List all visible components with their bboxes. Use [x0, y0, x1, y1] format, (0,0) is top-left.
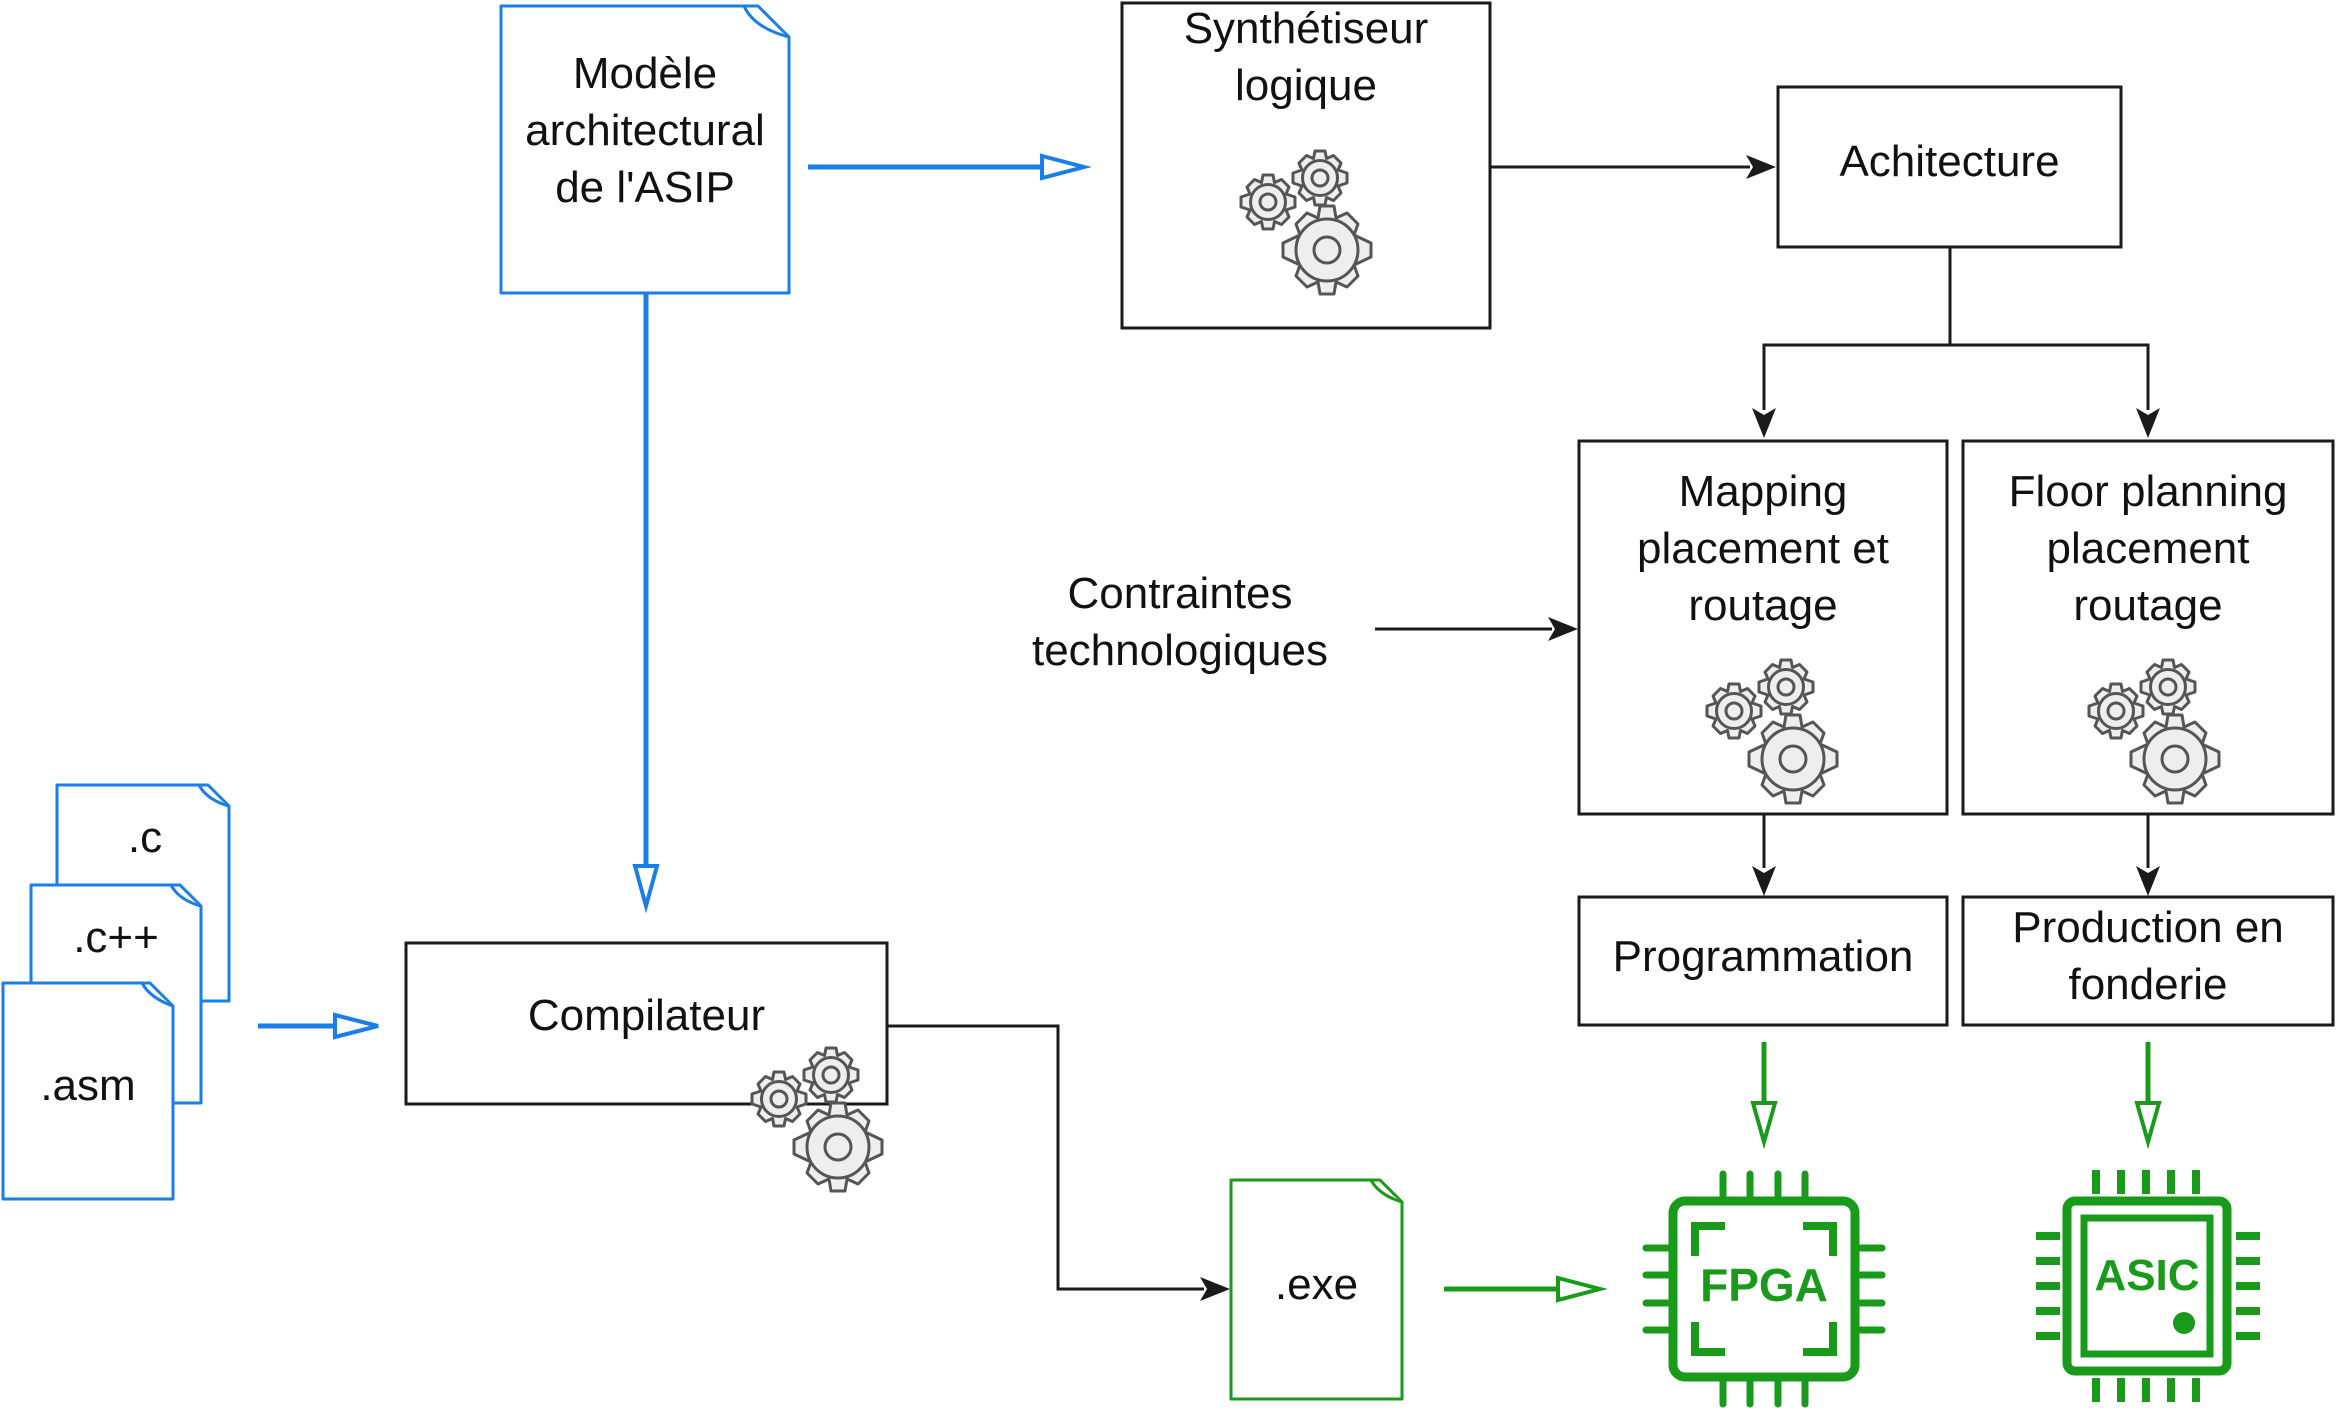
floor-to-prod-arrowhead	[2136, 866, 2160, 896]
file-asm-label: .asm	[40, 1060, 136, 1110]
asic-chip-icon	[2036, 1170, 2260, 1402]
arch-label: Achitecture	[1839, 136, 2060, 186]
file-c-label: .c	[127, 812, 163, 862]
compiler-label: Compilateur	[527, 990, 766, 1040]
exe-label: .exe	[1274, 1259, 1359, 1309]
prog-label: Programmation	[1612, 931, 1914, 981]
file-cpp-label: .c++	[73, 912, 159, 962]
arch-to-mapping-arrowhead	[1752, 408, 1776, 438]
fpga-chip-icon	[1642, 1170, 1886, 1408]
black-arrows	[887, 155, 2160, 1301]
model-label: Modèle architectural de l'ASIP	[525, 48, 765, 212]
model-to-compiler-arrowhead	[632, 864, 660, 914]
synth-label: Synthétiseur logique	[1183, 4, 1429, 110]
mapping-label: Mapping placement et routage	[1637, 467, 1889, 630]
asic-chip-label: ASIC	[2094, 1251, 2200, 1300]
compiler-to-exe-connector	[887, 1024, 1204, 1291]
blue-arrows	[258, 153, 1092, 1040]
constraints-to-mapping-arrowhead	[1548, 617, 1578, 641]
source-file-asm	[1, 981, 175, 1201]
prog-to-fpga-arrowhead	[1750, 1101, 1778, 1150]
arch-split-connector-right	[1950, 343, 2150, 410]
prog-box	[1577, 895, 1949, 1027]
model-document	[499, 4, 791, 295]
constraints-label: Contraintes technologiques	[1031, 569, 1328, 675]
exe-to-fpga-arrowhead	[1556, 1275, 1608, 1303]
arch-to-floor-arrowhead	[2136, 408, 2160, 438]
prod-to-asic-arrowhead	[2134, 1101, 2162, 1150]
model-to-synth-arrowhead	[1040, 153, 1092, 181]
compiler-to-exe-arrowhead	[1200, 1277, 1230, 1301]
fpga-chip-label: FPGA	[1700, 1259, 1828, 1311]
synth-to-arch-arrowhead	[1746, 155, 1776, 179]
arch-split-connector	[1762, 247, 1952, 410]
sources-to-compiler-arrowhead	[333, 1012, 379, 1040]
prod-label: Production en fonderie	[2012, 903, 2284, 1009]
arch-box	[1776, 85, 2123, 249]
exe-document	[1229, 1178, 1404, 1401]
prod-box	[1961, 895, 2335, 1027]
floor-label: Floor planning placement routage	[2008, 467, 2288, 630]
mapping-to-prog-arrowhead	[1752, 866, 1776, 896]
green-arrows	[1444, 1042, 2162, 1303]
